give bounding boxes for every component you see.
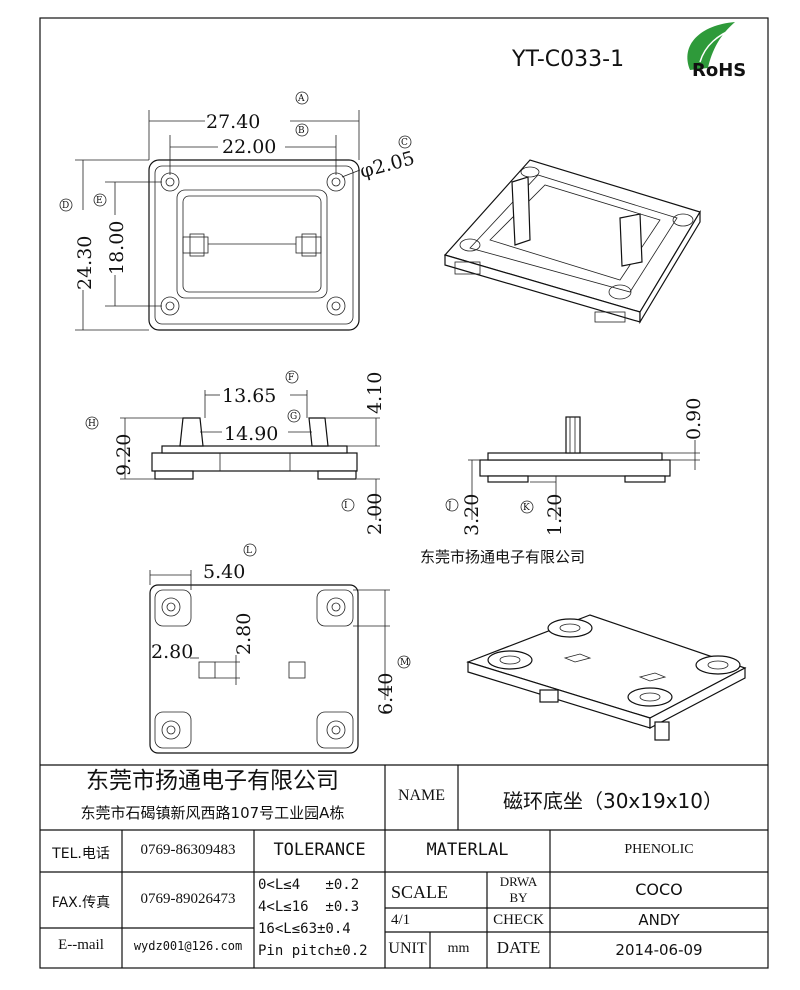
fax-value: 0769-89026473: [140, 891, 236, 907]
tag-a: A: [297, 94, 305, 104]
dim-24-30: 24.30: [74, 236, 96, 290]
tag-k: K: [523, 503, 530, 513]
tolerance-label: TOLERANCE: [273, 840, 366, 860]
tag-h: H: [88, 419, 96, 429]
check-value: ANDY: [638, 911, 680, 929]
date-value: 2014-06-09: [615, 941, 703, 959]
fax-label: FAX.传真: [51, 895, 111, 911]
check-label: CHECK: [493, 912, 544, 928]
dim-2-80-h: 2.80: [233, 613, 255, 655]
dim-22-00: 22.00: [222, 136, 276, 158]
unit-label: UNIT: [388, 940, 427, 957]
drawing-frame: [39, 17, 769, 969]
tolerance-row: 4<L≤16 ±0.3: [258, 899, 360, 915]
dim-9-20: 9.20: [113, 434, 135, 476]
tag-c: C: [401, 138, 408, 148]
tolerance-row: Pin pitch±0.2: [258, 943, 368, 959]
email-value: wydz001@126.com: [133, 939, 243, 953]
top-view: [148, 159, 360, 331]
dim-6-40: 6.40: [375, 673, 397, 715]
dim-13-65: 13.65: [222, 385, 276, 407]
title-block-grid: [40, 764, 768, 968]
rohs-logo: RoHS: [687, 22, 746, 81]
dim-2-80-w: 2.80: [151, 641, 193, 663]
dim-27-40: 27.40: [206, 111, 260, 133]
material-label: MATERLAL: [426, 840, 509, 860]
tag-l: L: [246, 546, 252, 556]
drawn-by-label-2: BY: [509, 890, 528, 905]
end-view: 3.20 J 1.20 K 0.90: [445, 398, 705, 536]
bottom-view: 5.40 L 2.80 2.80 6.40 M: [149, 543, 411, 754]
tag-i: I: [344, 501, 348, 511]
dim-3-20: 3.20: [461, 494, 483, 536]
unit-value: mm: [447, 941, 470, 956]
dim-4-10: 4.10: [364, 372, 386, 414]
drawn-by-label-1: DRWA: [499, 874, 538, 889]
dim-18-00: 18.00: [106, 221, 128, 275]
dim-1-20: 1.20: [544, 494, 566, 536]
side-view: 9.20 H 13.65 F 14.90 G 4.10 2.00 I: [85, 370, 386, 535]
dim-0-90: 0.90: [683, 398, 705, 440]
tag-f: F: [288, 373, 294, 383]
tag-g: G: [290, 412, 297, 422]
tag-j: J: [447, 501, 452, 511]
part-number: YT-C033-1: [511, 47, 624, 72]
drawn-by-value: COCO: [635, 880, 683, 899]
dim-5-40: 5.40: [203, 561, 245, 583]
part-name: 磁环底坐（30x19x10）: [502, 789, 724, 813]
tolerance-row: 0<L≤4 ±0.2: [258, 877, 360, 893]
tag-m: M: [400, 658, 409, 668]
tel-value: 0769-86309483: [140, 842, 236, 858]
email-label: E--mail: [58, 937, 104, 953]
name-label: NAME: [397, 787, 446, 804]
material-value: PHENOLIC: [624, 842, 694, 857]
company-address: 东莞市石碣镇新风西路107号工业园A栋: [80, 804, 345, 822]
tag-b: B: [298, 126, 305, 136]
scale-value: 4/1: [391, 912, 411, 928]
rohs-text: RoHS: [692, 60, 746, 81]
tolerance-row: 16<L≤63±0.4: [258, 921, 351, 937]
isometric-view-bottom: [466, 614, 747, 741]
isometric-view-top: [443, 159, 701, 325]
company-name: 东莞市扬通电子有限公司: [86, 768, 339, 794]
date-label: DATE: [496, 938, 541, 957]
tel-label: TEL.电话: [52, 846, 110, 862]
dim-2-00: 2.00: [364, 493, 386, 535]
tag-d: D: [62, 201, 69, 211]
scale-label: SCALE: [391, 882, 449, 902]
watermark: 东莞市扬通电子有限公司: [420, 548, 585, 566]
tag-e: E: [96, 196, 103, 206]
dim-14-90: 14.90: [224, 423, 278, 445]
